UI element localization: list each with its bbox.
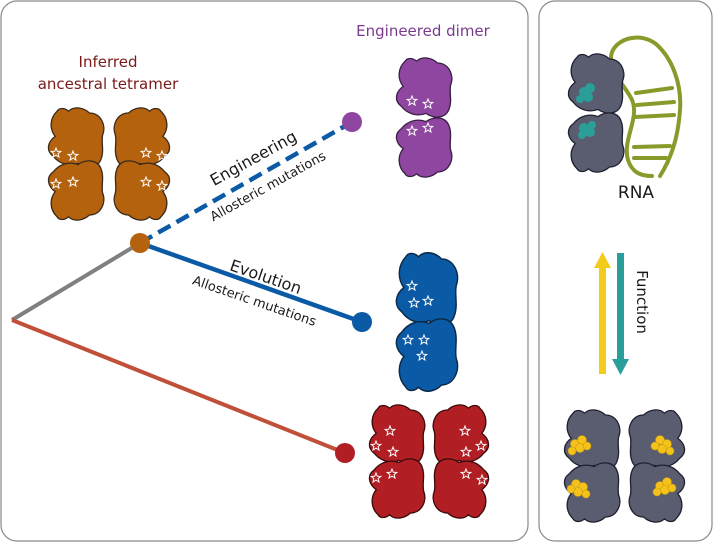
ligand-clusters xyxy=(566,435,677,499)
function-up-arrow xyxy=(594,252,611,374)
engineering-branch xyxy=(138,120,354,245)
gray-branch xyxy=(10,241,142,322)
ancestral-label-line1: Inferred xyxy=(79,53,138,71)
function-down-arrow xyxy=(612,253,629,375)
right-panel-frame xyxy=(538,0,713,542)
evolved-dimer xyxy=(395,252,459,392)
rna-label: RNA xyxy=(618,183,655,203)
evolution-branch xyxy=(139,240,363,325)
engineered-dimer-label: Engineered dimer xyxy=(356,22,491,40)
extant-tetramer xyxy=(368,404,490,519)
ancestral-label-line2: ancestral tetramer xyxy=(38,75,179,93)
evolved-node xyxy=(352,312,372,332)
rna-bound-protein xyxy=(567,53,625,173)
engineered-node xyxy=(342,112,362,132)
engineered-dimer xyxy=(395,57,453,178)
rna-binding-sites xyxy=(576,83,596,139)
ancestral-node xyxy=(130,233,150,253)
ancestral-tetramer xyxy=(47,107,171,221)
function-label: Function xyxy=(633,270,651,334)
ligand-bound-tetramer xyxy=(563,409,686,523)
extant-branch xyxy=(11,318,346,455)
extant-node xyxy=(335,443,355,463)
left-panel-frame xyxy=(0,0,529,542)
